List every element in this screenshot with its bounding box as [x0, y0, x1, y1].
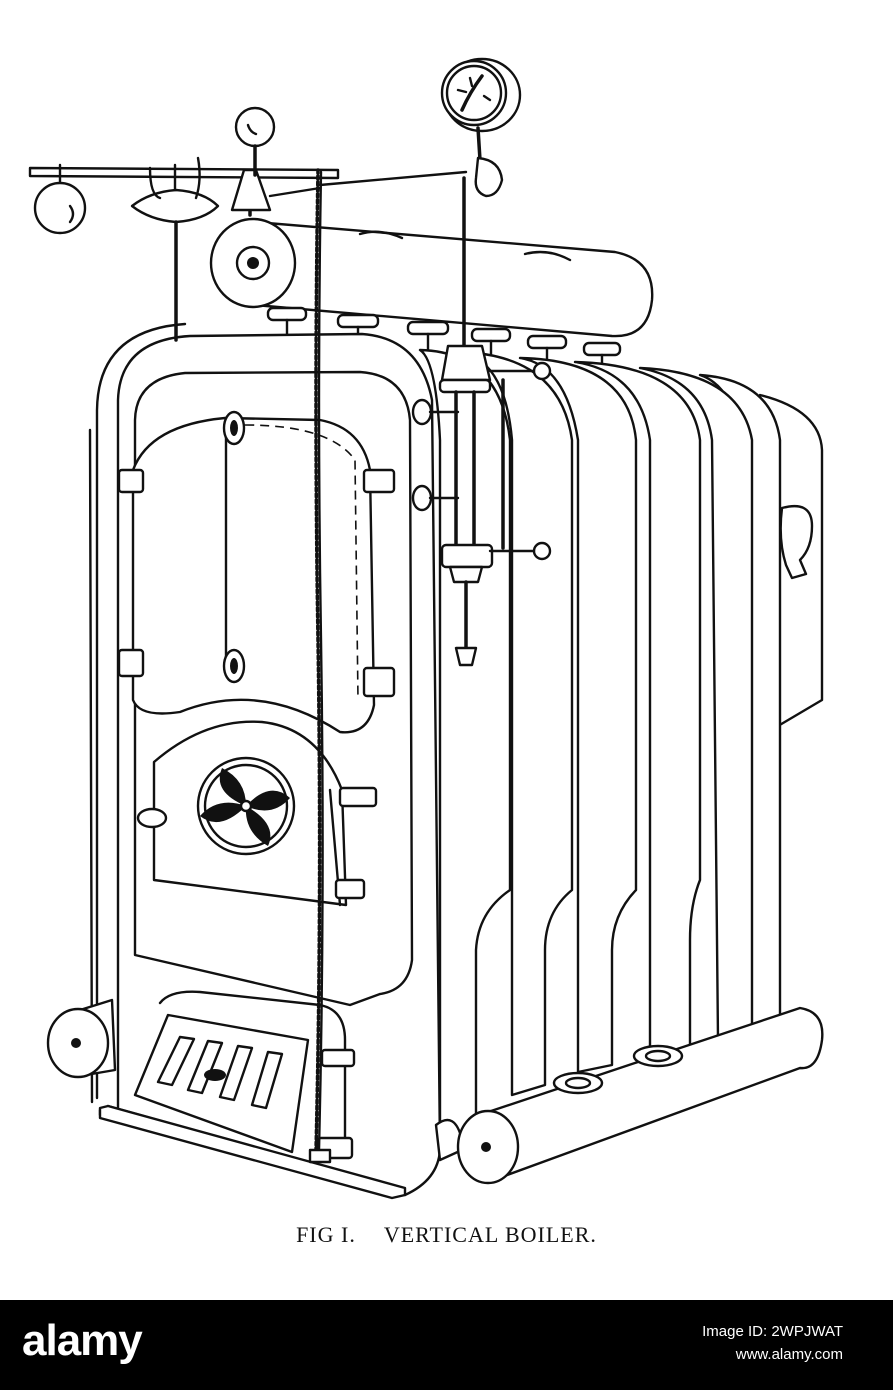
safety-valve — [28, 106, 340, 342]
feed-door — [136, 720, 378, 907]
damper-chain — [308, 168, 332, 1164]
figure-number: FIG I. — [296, 1222, 356, 1247]
image-id: Image ID: 2WPJWAT — [702, 1323, 843, 1340]
left-bottom-pipe — [46, 998, 117, 1079]
pressure-gauge — [268, 57, 522, 347]
watermark-site: www.alamy.com — [735, 1346, 843, 1363]
ash-pit-grate — [98, 990, 407, 1200]
figure-caption: FIG I. VERTICAL BOILER. — [0, 1222, 893, 1248]
steam-drum — [209, 217, 654, 338]
watermark-logo: alamy — [22, 1316, 143, 1365]
boiler-illustration — [28, 57, 824, 1200]
drum-nozzles — [266, 306, 622, 370]
right-bottom-pipe — [434, 1006, 824, 1185]
figure-title: VERTICAL BOILER. — [383, 1222, 597, 1247]
watermark-reference: Image ID: 2WPJWAT www.alamy.com — [702, 1320, 843, 1366]
upper-door — [117, 410, 396, 734]
side-door-handle — [779, 504, 814, 580]
watermark-banner: alamy Image ID: 2WPJWAT www.alamy.com — [0, 1300, 893, 1390]
water-gauge — [411, 344, 552, 667]
